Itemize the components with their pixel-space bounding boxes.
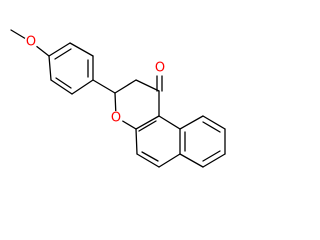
ketone-oxygen-bg <box>153 61 167 75</box>
bond-c2-c3 <box>114 79 137 94</box>
double-bond <box>202 150 221 162</box>
ketone-oxygen-label: O <box>155 61 165 76</box>
bond <box>202 115 226 130</box>
bond <box>158 153 181 168</box>
double-bond <box>54 48 72 60</box>
bond <box>202 153 226 168</box>
bond-aryl-c2 <box>92 79 116 94</box>
bond <box>48 42 71 57</box>
bond-c3-c4 <box>135 79 160 92</box>
ring-oxygen-label: O <box>111 111 121 126</box>
double-bond <box>202 121 221 133</box>
bond <box>179 115 204 130</box>
bond <box>179 153 204 168</box>
bond <box>69 42 94 57</box>
methoxy-oxygen-label: O <box>26 35 36 50</box>
bond <box>135 128 138 155</box>
methoxy-oxygen-bg <box>24 35 38 49</box>
methoxyphenyl-ring <box>48 42 94 95</box>
bond <box>158 115 181 130</box>
molecule-structure: O O O <box>10 29 226 168</box>
double-bond <box>55 77 72 89</box>
ring-oxygen-bg <box>109 111 123 125</box>
double-bond <box>138 120 157 132</box>
bond <box>135 115 160 130</box>
double-bond <box>141 151 159 162</box>
naphthalene-ring-b <box>179 115 226 168</box>
bond <box>50 79 73 95</box>
bond <box>48 55 52 81</box>
naphthalene-ring-a <box>135 115 181 168</box>
bond <box>136 153 160 168</box>
atom-labels: O O O <box>24 35 167 126</box>
bond <box>71 79 94 95</box>
